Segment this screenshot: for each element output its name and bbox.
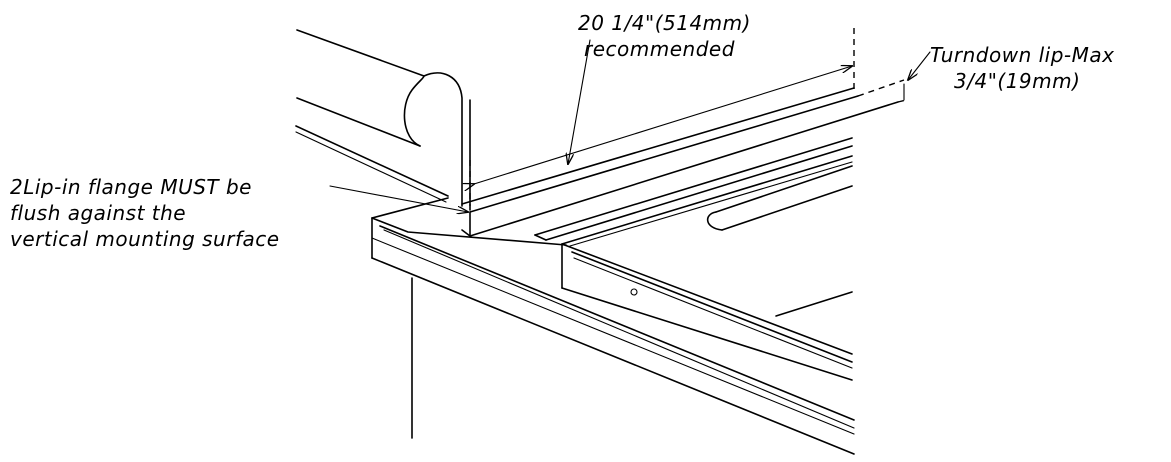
countertop-edge	[371, 197, 855, 455]
turndown-note: Turndown lip-Max 3/4"(19mm)	[930, 42, 1114, 94]
length-note-line1: 20 1/4"(514mm)	[578, 11, 751, 35]
turndown-note-line1: Turndown lip-Max	[930, 43, 1115, 67]
length-note-line2: recommended	[584, 37, 735, 61]
turndown-note-line2: 3/4"(19mm)	[954, 69, 1081, 93]
sink-basin	[561, 155, 853, 381]
rolled-edge	[295, 29, 471, 211]
flange-leader	[329, 185, 468, 212]
flange-note: 2Lip-in flange MUST be flush against the…	[10, 174, 280, 252]
flange-note-line3: vertical mounting surface	[10, 227, 280, 251]
flange-note-line2: flush against the	[10, 201, 187, 225]
length-note: 20 1/4"(514mm) recommended	[578, 10, 751, 62]
flange-note-line1: 2Lip-in flange MUST be	[10, 175, 252, 199]
turndown-dimension	[857, 51, 931, 103]
length-dimension	[470, 28, 855, 206]
lip-in-flange	[461, 87, 899, 241]
